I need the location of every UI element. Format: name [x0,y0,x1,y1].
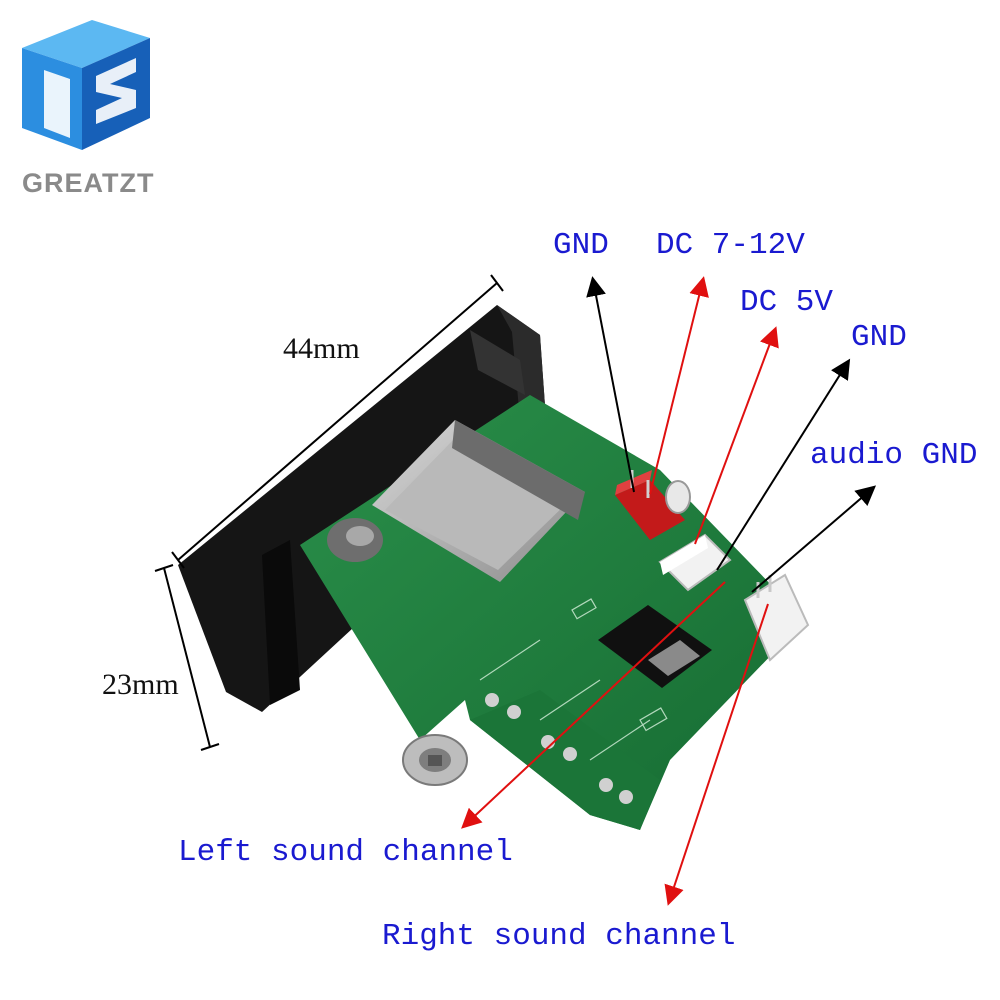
label-dc-5v: DC 5V [740,285,834,320]
label-dc-7-12v: DC 7-12V [656,228,805,263]
mounting-screw [402,734,468,786]
arrow-dc-5v [694,326,779,545]
capacitor [665,480,691,514]
arrow-left-channel [461,581,726,829]
red-power-connector [615,470,685,540]
arrow-audio-gnd [751,485,877,593]
brand-name: GREATZT [22,168,155,198]
white-connector-power [658,533,732,592]
ir-receiver [327,518,383,562]
label-audio-gnd: audio GND [810,438,978,473]
arrow-right-channel [664,603,769,906]
label-gnd-right: GND [851,320,907,355]
brand-logo-icon [22,20,150,150]
arrow-gnd-top [586,276,635,493]
label-width-44mm: 44mm [283,332,360,365]
arrow-dc-7-12v [649,276,709,495]
sd-card-slot [372,420,585,582]
label-left-channel: Left sound channel [178,835,513,870]
arrow-gnd-right [716,358,851,571]
label-right-channel: Right sound channel [382,919,736,954]
dimension-line-23mm [154,564,220,751]
white-connector-audio [743,573,810,662]
label-gnd-top: GND [553,228,609,263]
dimension-line-44mm [171,274,504,569]
label-height-23mm: 23mm [102,668,179,701]
